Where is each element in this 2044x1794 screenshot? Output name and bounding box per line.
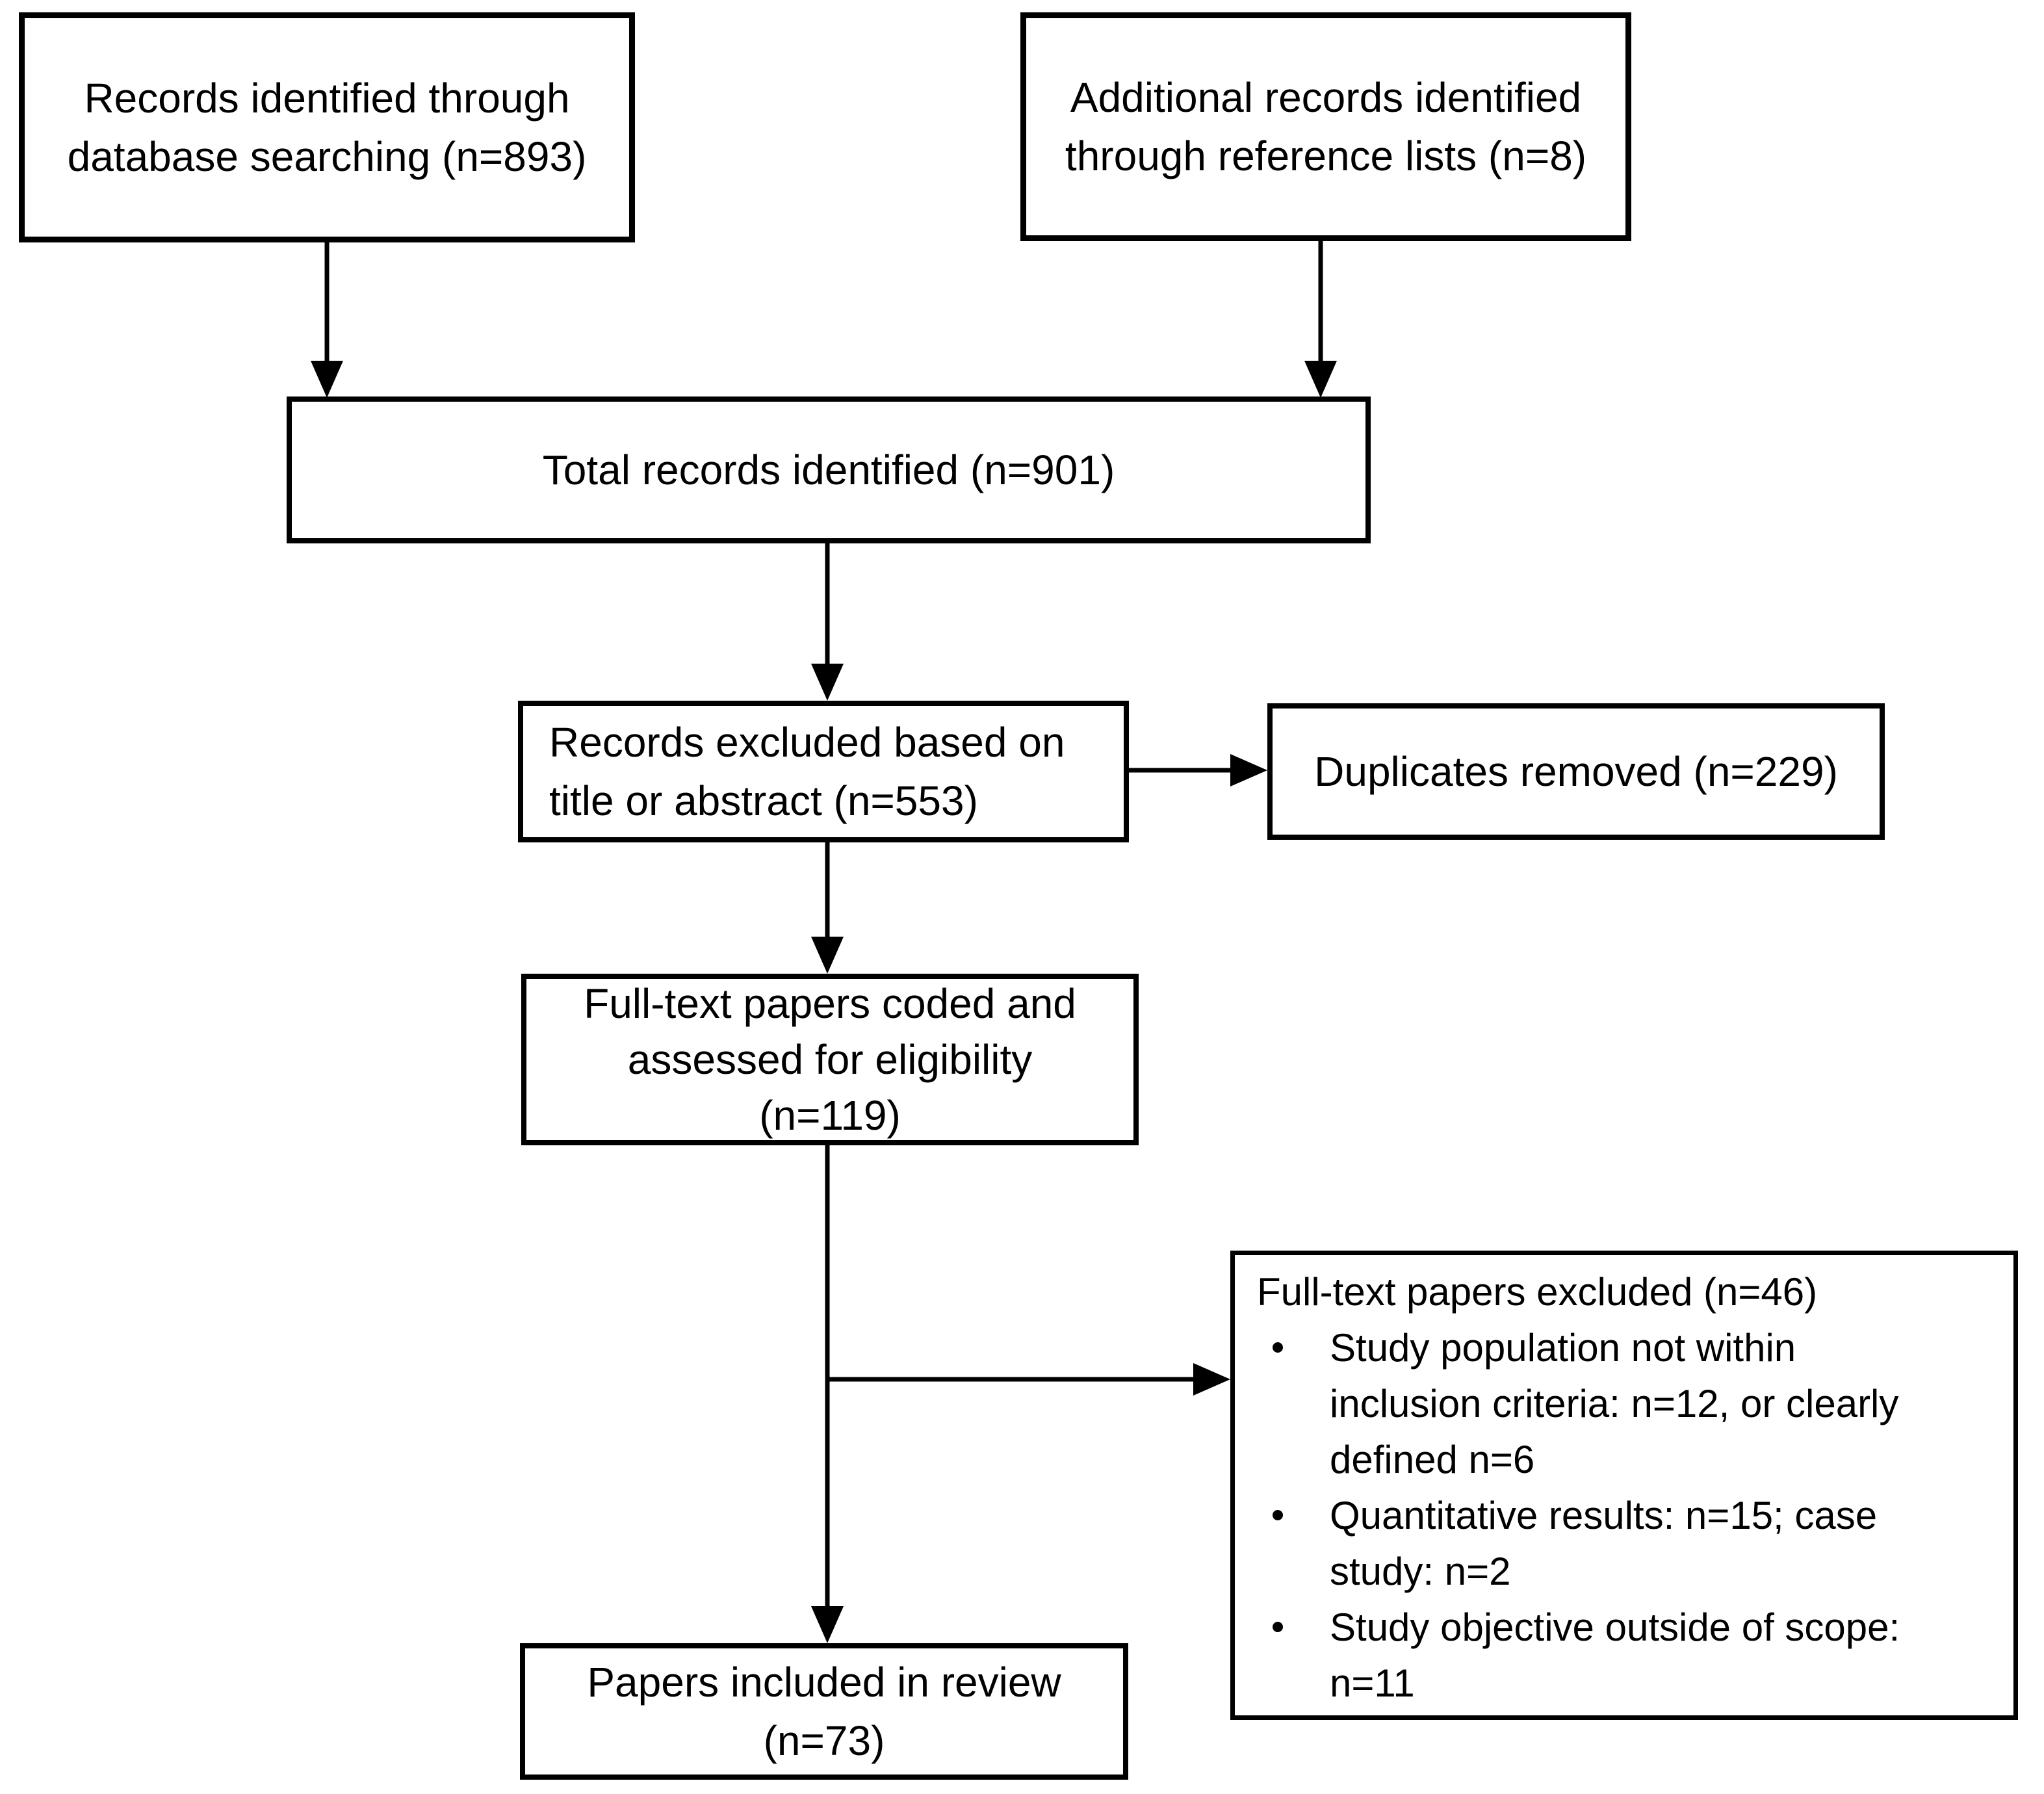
node-label-line: through reference lists (n=8) <box>1065 133 1587 179</box>
node-label-line: Papers included in review <box>587 1659 1061 1706</box>
node-records-identified: Records identified through database sear… <box>19 12 635 242</box>
node-label-line: Study population not within <box>1330 1326 1796 1370</box>
arrow-excluded-to-duplicates <box>1129 754 1267 786</box>
node-label-line: defined n=6 <box>1330 1438 1535 1481</box>
excluded-reason-quantitative: Quantitative results: n=15; case study: … <box>1257 1488 1997 1600</box>
node-label-line: title or abstract (n=553) <box>549 777 978 824</box>
node-label-line: Total records identified (n=901) <box>542 447 1115 493</box>
node-label-line: Study objective outside of scope: <box>1330 1606 1900 1649</box>
excluded-reason-population: Study population not within inclusion cr… <box>1257 1320 1997 1488</box>
node-title: Full-text papers excluded (n=46) <box>1257 1270 1818 1314</box>
node-label-line: (n=119) <box>759 1092 901 1139</box>
node-papers-included: Papers included in review (n=73) <box>520 1643 1128 1780</box>
arrow-assessed-to-included <box>811 1145 844 1643</box>
node-label-line: Duplicates removed (n=229) <box>1314 748 1838 795</box>
arrow-excluded-to-assessed <box>811 842 844 974</box>
arrow-additional-to-total <box>1304 241 1337 398</box>
node-label-line: database searching (n=893) <box>67 133 587 180</box>
node-label-line: n=11 <box>1330 1661 1415 1705</box>
node-additional-records: Additional records identified through re… <box>1020 12 1631 241</box>
excluded-reason-scope: Study objective outside of scope: n=11 <box>1257 1600 1997 1711</box>
node-total-records: Total records identified (n=901) <box>287 396 1371 543</box>
node-duplicates-removed: Duplicates removed (n=229) <box>1267 703 1885 840</box>
node-fulltext-assessed: Full-text papers coded and assessed for … <box>521 974 1139 1145</box>
node-label-line: Records excluded based on <box>549 719 1065 766</box>
node-label-line: assessed for eligibility <box>627 1036 1033 1083</box>
node-label-line: Records identified through <box>84 75 570 122</box>
node-label-line: inclusion criteria: n=12, or clearly <box>1330 1382 1899 1425</box>
arrow-branch-to-fulltext-excluded <box>827 1363 1230 1396</box>
node-fulltext-excluded: Full-text papers excluded (n=46) Study p… <box>1230 1251 2018 1720</box>
excluded-reasons-list: Study population not within inclusion cr… <box>1257 1320 1997 1711</box>
node-label-line: (n=73) <box>763 1717 885 1764</box>
arrow-total-to-excluded <box>811 543 844 701</box>
arrow-identified-to-total <box>311 242 343 398</box>
node-label-line: Quantitative results: n=15; case <box>1330 1494 1878 1537</box>
node-records-excluded: Records excluded based on title or abstr… <box>518 701 1129 842</box>
node-label-line: Additional records identified <box>1070 74 1582 121</box>
node-label-line: study: n=2 <box>1330 1550 1511 1593</box>
node-label-line: Full-text papers coded and <box>584 980 1076 1027</box>
